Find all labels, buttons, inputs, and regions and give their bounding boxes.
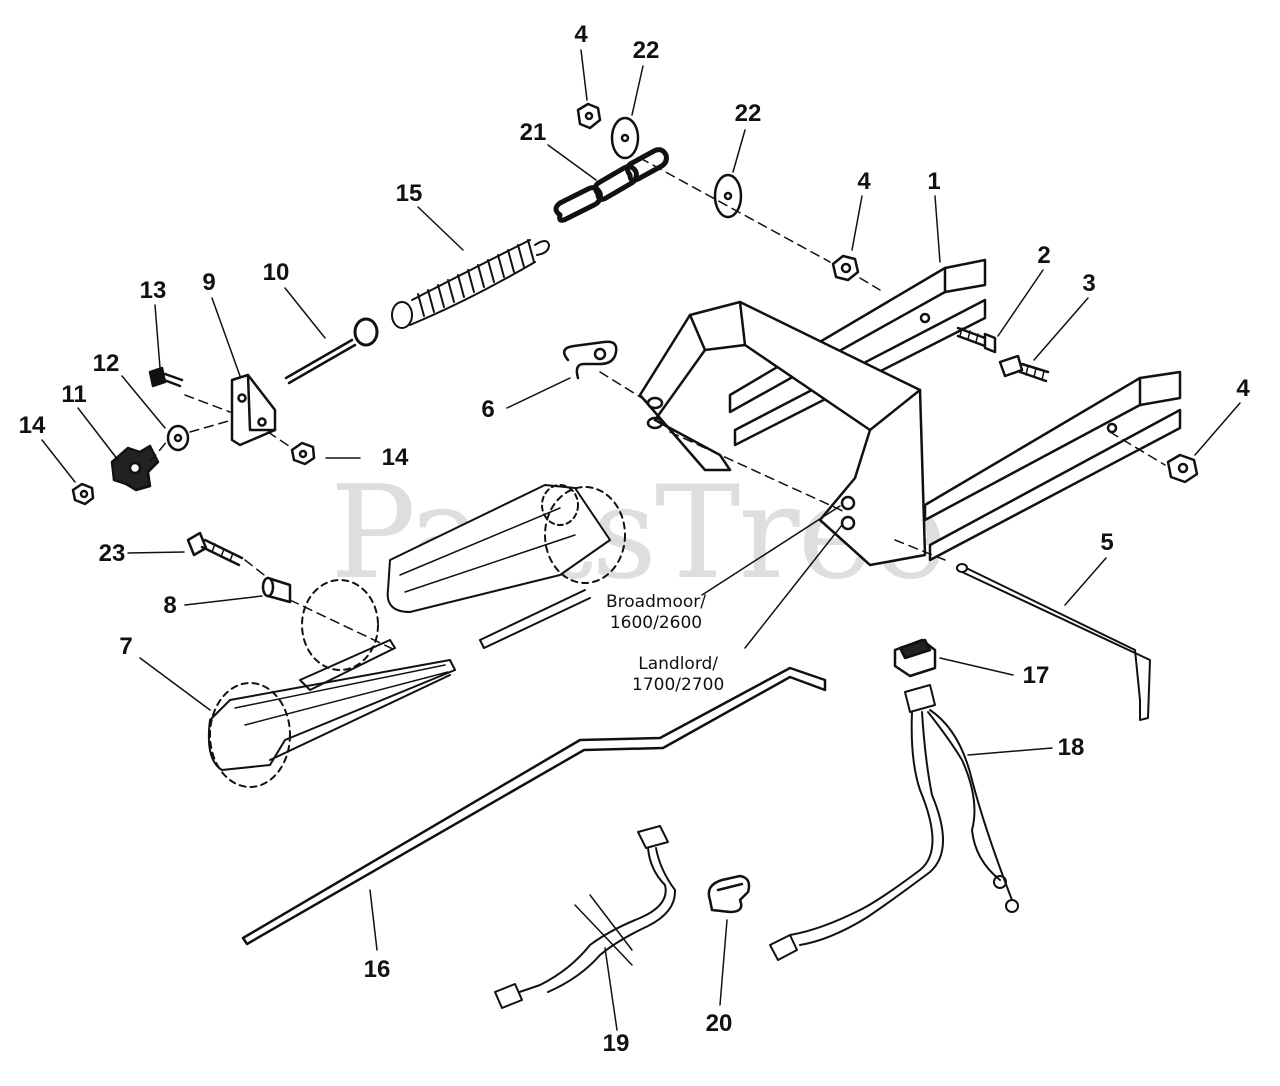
- callout-13: 13: [139, 277, 167, 304]
- cable-clip-20: [707, 874, 751, 914]
- model-label-broadmoor: Broadmoor/ 1600/2600: [606, 592, 706, 634]
- callout-9: 9: [202, 269, 216, 296]
- callout-2: 2: [1037, 242, 1051, 269]
- callout-leaders: [41, 49, 1241, 1031]
- wiring-harness-19: [494, 825, 677, 1009]
- drive-belt-7-upper: [386, 484, 626, 649]
- callout-10: 10: [262, 259, 290, 286]
- callout-21: 21: [519, 119, 547, 146]
- callout-19: 19: [602, 1030, 630, 1057]
- model-label-line: 1600/2600: [609, 613, 703, 633]
- callout-4: 4: [857, 168, 871, 195]
- callout-16: 16: [363, 956, 391, 983]
- chain-21: [553, 147, 669, 223]
- hex-nut-14-right: [290, 441, 316, 466]
- callout-1: 1: [927, 168, 941, 195]
- knob-11: [110, 444, 160, 492]
- mounting-frame: [638, 258, 1182, 567]
- callout-14: 14: [18, 412, 46, 439]
- bracket-9: [230, 373, 277, 447]
- bolt-23: [186, 531, 244, 567]
- callout-23: 23: [98, 540, 126, 567]
- lift-rod-5: [956, 563, 1151, 721]
- hex-nut-4-top: [576, 102, 602, 130]
- bolt-13: [148, 366, 184, 388]
- callout-3: 3: [1082, 270, 1096, 297]
- model-label-landlord: Landlord/ 1700/2700: [632, 654, 724, 696]
- callout-5: 5: [1100, 529, 1114, 556]
- flat-washer-22-a: [610, 116, 640, 160]
- callout-22: 22: [632, 37, 660, 64]
- eye-bolt-10: [284, 317, 379, 385]
- extension-spring-15: [391, 239, 550, 329]
- callout-11: 11: [61, 381, 87, 408]
- model-label-line: Landlord/: [638, 654, 719, 674]
- callout-20: 20: [705, 1010, 733, 1037]
- callout-14: 14: [381, 444, 409, 471]
- callout-22: 22: [734, 100, 762, 127]
- callout-6: 6: [481, 396, 495, 423]
- wiring-harness-18: [769, 684, 1019, 961]
- callout-18: 18: [1057, 734, 1085, 761]
- flat-washer-22-b: [713, 173, 743, 219]
- control-rod-16: [241, 666, 827, 946]
- callout-12: 12: [92, 350, 120, 377]
- hitch-pin-6: [562, 340, 618, 380]
- hex-nut-14-left: [71, 482, 95, 506]
- washer-12: [166, 424, 190, 452]
- rocker-switch-17: [893, 638, 937, 678]
- assembly-lines: [149, 157, 1166, 651]
- callout-4: 4: [1236, 375, 1250, 402]
- model-label-line: 1700/2700: [632, 675, 725, 695]
- model-label-line: Broadmoor/: [606, 592, 706, 612]
- callout-4: 4: [574, 21, 588, 48]
- hex-nut-4-middle: [831, 254, 860, 282]
- callout-8: 8: [163, 592, 177, 619]
- callout-17: 17: [1022, 662, 1050, 689]
- spacer-8: [261, 576, 292, 604]
- hex-bolt-2: [956, 326, 997, 354]
- carriage-bolt-3: [998, 354, 1050, 383]
- drive-belt-7-lower: [207, 579, 456, 788]
- callout-15: 15: [395, 180, 423, 207]
- callout-7: 7: [119, 633, 133, 660]
- hex-nut-4-right: [1166, 453, 1199, 484]
